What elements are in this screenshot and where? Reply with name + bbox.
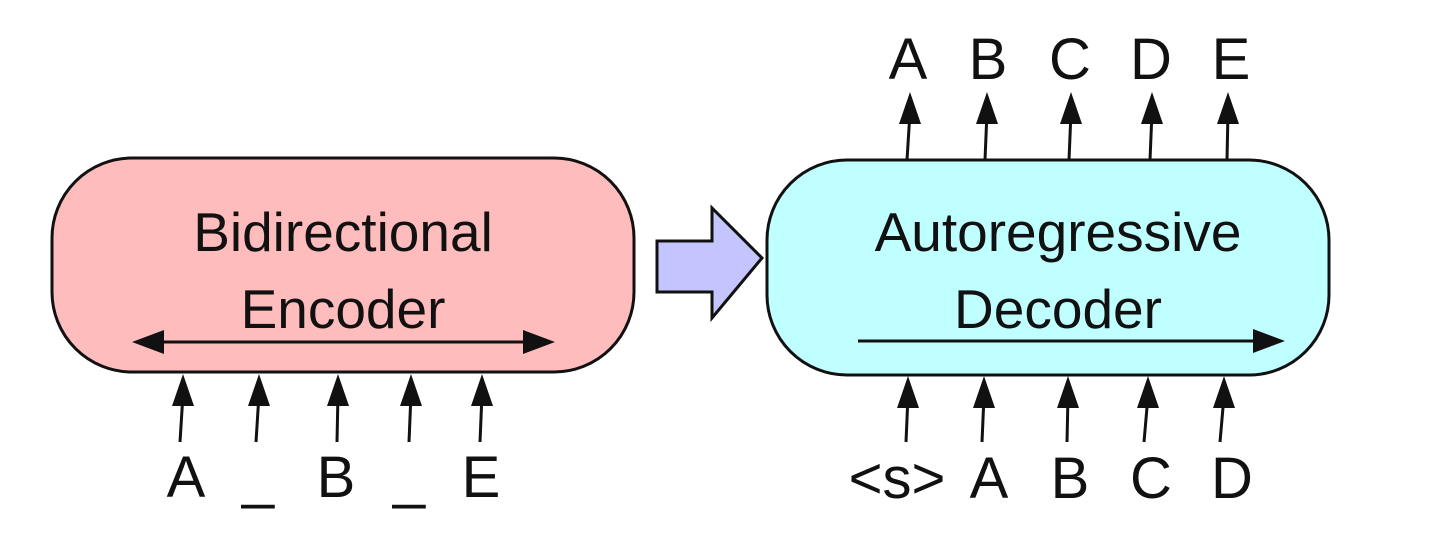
- decoder-input-token: B: [1051, 446, 1090, 511]
- decoder-output-arrows: [899, 92, 1239, 161]
- encoder-input-token: A: [167, 445, 206, 510]
- decoder-input-token: A: [970, 446, 1009, 511]
- up-arrow: [172, 374, 194, 443]
- decoder-output-token: C: [1049, 27, 1091, 92]
- encoder-input-token: E: [462, 445, 501, 510]
- up-arrow: [973, 376, 995, 443]
- encoder-input-token: B: [317, 445, 356, 510]
- up-arrow: [899, 92, 921, 161]
- up-arrow: [976, 92, 998, 161]
- up-arrow: [471, 374, 493, 443]
- encoder-title-line1: Bidirectional: [193, 201, 493, 263]
- encoder-input-tokens: A _ B _ E: [167, 445, 501, 510]
- bidirectional-arrow: [132, 330, 555, 354]
- encoder-title-line2: Encoder: [241, 278, 446, 340]
- up-arrow: [400, 374, 422, 443]
- decoder-input-arrows: [897, 376, 1235, 443]
- up-arrow: [248, 374, 270, 443]
- up-arrow: [1060, 92, 1082, 161]
- decoder-output-token: D: [1130, 27, 1172, 92]
- decoder-output-token: E: [1212, 27, 1251, 92]
- encoder-input-token: _: [241, 445, 275, 510]
- decoder-input-tokens: <s> A B C D: [849, 446, 1253, 511]
- up-arrow: [1213, 376, 1235, 443]
- decoder-title-line2: Decoder: [954, 278, 1162, 340]
- encoder-box: [50, 156, 636, 374]
- decoder-input-token: <s>: [849, 446, 946, 511]
- encoder-input-arrows: [172, 374, 493, 443]
- left-to-right-arrow: [858, 329, 1285, 353]
- up-arrow: [1057, 376, 1079, 443]
- decoder-input-token: C: [1130, 446, 1172, 511]
- up-arrow: [327, 374, 349, 443]
- encoder-block: Bidirectional Encoder: [50, 156, 636, 374]
- decoder-output-token: A: [889, 27, 928, 92]
- up-arrow: [897, 376, 919, 443]
- decoder-title-line1: Autoregressive: [875, 201, 1242, 263]
- up-arrow: [1141, 92, 1163, 161]
- encoder-to-decoder-arrow: [655, 204, 765, 323]
- decoder-box: [765, 158, 1331, 377]
- up-arrow: [1217, 92, 1239, 161]
- decoder-output-tokens: A B C D E: [889, 27, 1251, 92]
- decoder-block: Autoregressive Decoder: [765, 158, 1331, 377]
- decoder-output-token: B: [969, 27, 1008, 92]
- up-arrow: [1137, 376, 1159, 443]
- encoder-input-token: _: [392, 445, 426, 510]
- decoder-input-token: D: [1211, 446, 1253, 511]
